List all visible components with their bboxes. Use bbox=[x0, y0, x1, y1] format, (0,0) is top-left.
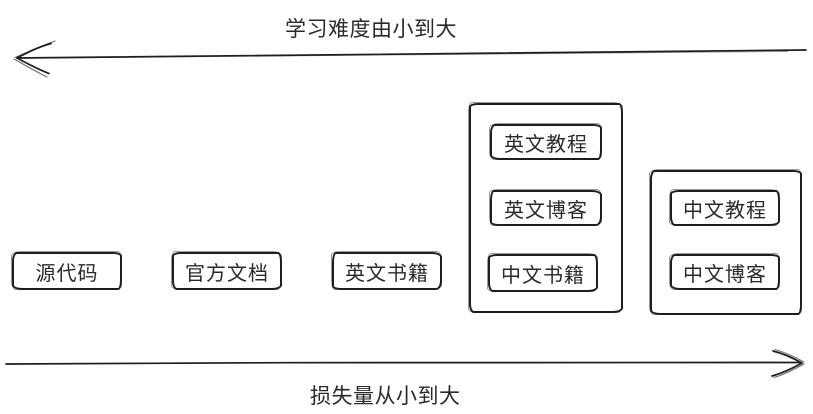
node-label: 中文博客 bbox=[683, 263, 767, 286]
node-label: 英文教程 bbox=[504, 133, 588, 156]
node-label: 英文博客 bbox=[504, 199, 588, 222]
node-english-books: 英文书籍 bbox=[331, 251, 442, 290]
group-box-english-chinese: 英文教程 英文博客 中文书籍 bbox=[468, 102, 623, 313]
node-chinese-tutorials: 中文教程 bbox=[669, 189, 780, 226]
node-label: 英文书籍 bbox=[345, 262, 429, 285]
node-label: 中文教程 bbox=[683, 199, 767, 222]
node-label: 源代码 bbox=[35, 262, 99, 285]
node-english-tutorials: 英文教程 bbox=[489, 123, 602, 160]
loss-amount-label: 损失量从小到大 bbox=[310, 385, 461, 408]
group-box-chinese: 中文教程 中文博客 bbox=[649, 169, 802, 315]
node-label: 官方文档 bbox=[185, 262, 269, 285]
node-source-code: 源代码 bbox=[11, 251, 122, 290]
right-arrow bbox=[5, 348, 805, 379]
left-arrow bbox=[13, 40, 807, 78]
node-english-blogs: 英文博客 bbox=[489, 189, 602, 226]
node-chinese-blogs: 中文博客 bbox=[669, 253, 780, 290]
node-label: 中文书籍 bbox=[501, 264, 585, 287]
node-chinese-books: 中文书籍 bbox=[487, 253, 598, 292]
learning-difficulty-label: 学习难度由小到大 bbox=[285, 18, 457, 41]
node-official-docs: 官方文档 bbox=[171, 251, 282, 290]
